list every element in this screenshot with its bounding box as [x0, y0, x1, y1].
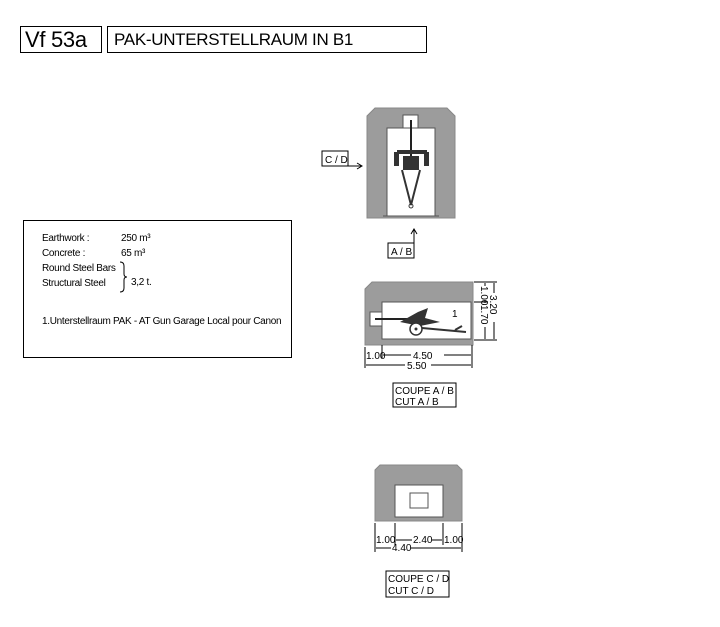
dim-roof: 1.00 — [478, 286, 489, 306]
section-cd: 1.00 2.40 1.00 4.40 COUPE C / D CUT C / … — [374, 464, 464, 598]
dim-total-width: 4.40 — [392, 543, 412, 554]
dim-wall-right: 1.00 — [444, 535, 464, 546]
code-box: Vf 53a — [20, 26, 102, 53]
brace — [119, 261, 128, 293]
plan-view: C / D A / B — [321, 107, 456, 259]
room-number: 1 — [452, 309, 458, 320]
legend-text: 1.Unterstellraum PAK - AT Gun Garage Loc… — [42, 316, 282, 327]
caption-cd-en: CUT C / D — [388, 586, 434, 597]
earthwork-label: Earthwork : — [42, 233, 90, 244]
dim-wall-left: 1.00 — [376, 535, 396, 546]
dim-inner-length: 4.50 — [413, 351, 433, 362]
concrete-label: Concrete : — [42, 248, 86, 259]
dim-inner-width: 2.40 — [413, 535, 433, 546]
dim-total-length: 5.50 — [407, 361, 427, 372]
bunker-code: Vf 53a — [25, 27, 87, 52]
round-steel-label: Round Steel Bars — [42, 263, 116, 274]
caption-ab-en: CUT A / B — [395, 397, 439, 408]
gun-side-icon — [375, 308, 467, 336]
earthwork-value: 250 m³ — [121, 233, 151, 244]
info-box: Earthwork : 250 m³ Concrete : 65 m³ Roun… — [23, 220, 292, 358]
structural-steel-label: Structural Steel — [42, 278, 106, 289]
dim-total-height: 3.20 — [487, 295, 498, 315]
section-ab: 1 1.00 4.50 5.50 1.00 1.70 3.20 COUPE A … — [364, 281, 498, 408]
section-ab-marker — [387, 242, 415, 259]
arrow-up-icon — [410, 228, 418, 243]
steel-value: 3,2 t. — [131, 277, 152, 288]
section-cd-label: C / D — [325, 155, 348, 166]
arrow-right-icon — [348, 162, 363, 170]
section-cd-marker — [321, 150, 349, 167]
bunker-title: PAK-UNTERSTELLRAUM IN B1 — [114, 30, 354, 49]
caption-ab-fr: COUPE A / B — [395, 386, 454, 397]
dim-wall: 1.00 — [366, 351, 386, 362]
caption-cd-fr: COUPE C / D — [388, 574, 449, 585]
section-ab-label: A / B — [391, 247, 412, 258]
concrete-value: 65 m³ — [121, 248, 146, 259]
title-box: PAK-UNTERSTELLRAUM IN B1 — [107, 26, 427, 53]
dim-inner-height: 1.70 — [478, 305, 489, 325]
gun-plan-icon — [394, 120, 429, 209]
